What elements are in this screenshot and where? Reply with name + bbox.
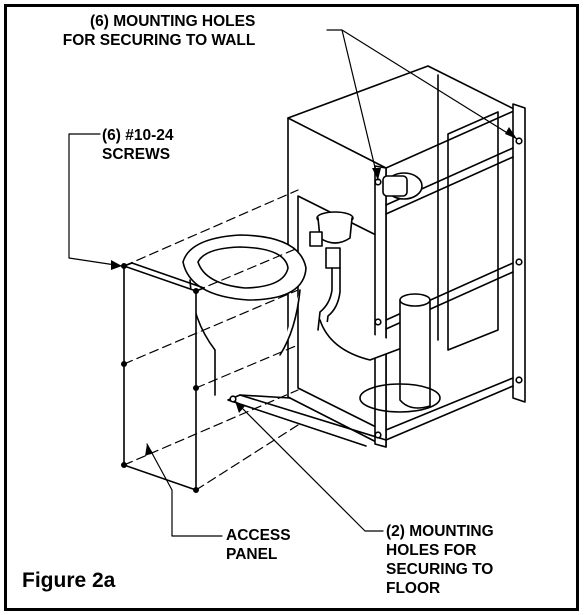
access-panel-callout: ACCESS PANEL	[226, 526, 291, 564]
screws-line-2: SCREWS	[102, 146, 171, 163]
leader-lines	[68, 29, 518, 537]
floor-holes-line-1: (2) MOUNTING	[386, 523, 494, 540]
wall-holes-line-1: (6) MOUNTING HOLES	[90, 13, 256, 30]
screws	[121, 262, 200, 493]
toilet-bowl	[182, 234, 441, 413]
screw-alignment-lines	[123, 189, 299, 491]
floor-holes-line-2: HOLES FOR	[386, 542, 477, 559]
floor-holes-line-4: FLOOR	[386, 580, 441, 597]
access-panel-line-2: PANEL	[226, 546, 278, 563]
floor-holes-line-3: SECURING TO	[386, 561, 494, 578]
arrowheads	[111, 127, 517, 456]
wall-holes-callout: (6) MOUNTING HOLES FOR SECURING TO WALL	[63, 12, 256, 50]
screws-line-1: (6) #10-24	[102, 127, 174, 144]
figure-label: Figure 2a	[22, 569, 116, 592]
floor-holes-callout: (2) MOUNTING HOLES FOR SECURING TO FLOOR	[386, 522, 494, 598]
flush-valve	[309, 172, 423, 333]
access-panel	[123, 262, 205, 491]
mounting-holes	[229, 137, 523, 439]
access-panel-line-1: ACCESS	[226, 527, 291, 544]
wall-holes-line-2: FOR SECURING TO WALL	[62, 32, 256, 49]
screws-callout: (6) #10-24 SCREWS	[102, 126, 174, 164]
